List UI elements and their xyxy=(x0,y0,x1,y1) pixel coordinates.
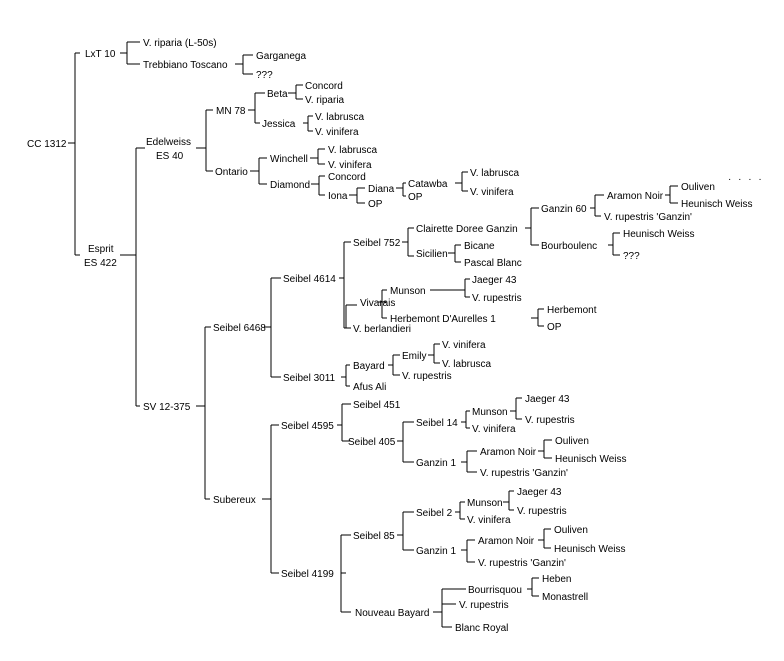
node-v-rupestris: V. rupestris xyxy=(459,600,509,611)
node-heunisch-weiss: Heunisch Weiss xyxy=(681,199,753,210)
node-subereux: Subereux xyxy=(213,495,256,506)
node-blanc-royal: Blanc Royal xyxy=(455,623,508,634)
node-clairette-doree-ganzin: Clairette Doree Ganzin xyxy=(416,224,518,235)
node-v-vinifera: V. vinifera xyxy=(467,515,511,526)
node-beta: Beta xyxy=(267,89,288,100)
node-pascal-blanc: Pascal Blanc xyxy=(464,258,522,269)
node-v-vinifera: V. vinifera xyxy=(472,424,516,435)
node-garganega: Garganega xyxy=(256,51,306,62)
node-esprit: Esprit xyxy=(88,244,114,255)
node-v-riparia: V. riparia xyxy=(305,95,345,106)
node-ganzin-1: Ganzin 1 xyxy=(416,546,456,557)
tree-connectors xyxy=(68,41,678,628)
node-ganzin-60: Ganzin 60 xyxy=(541,204,587,215)
node-jaeger-43: Jaeger 43 xyxy=(472,275,517,286)
tree-labels: CC 1312 LxT 10 V. riparia (L-50s) Trebbi… xyxy=(27,38,764,634)
node-sv-12-375: SV 12-375 xyxy=(143,402,191,413)
node-v-rupestris-ganzin: V. rupestris 'Ganzin' xyxy=(478,558,566,569)
node-v-rupestris: V. rupestris xyxy=(525,415,575,426)
node-seibel-14: Seibel 14 xyxy=(416,418,458,429)
node-ontario: Ontario xyxy=(215,167,248,178)
node-v-rupestris-ganzin: V. rupestris 'Ganzin' xyxy=(480,468,568,479)
node-heben: Heben xyxy=(542,574,571,585)
node-winchell: Winchell xyxy=(270,154,308,165)
node-v-rupestris: V. rupestris xyxy=(402,371,452,382)
node-trebbiano-toscano: Trebbiano Toscano xyxy=(143,60,228,71)
node-concord: Concord xyxy=(305,81,343,92)
node-ganzin-1: Ganzin 1 xyxy=(416,458,456,469)
node-catawba: Catawba xyxy=(408,179,448,190)
node-v-rupestris: V. rupestris xyxy=(517,506,567,517)
node-bicane: Bicane xyxy=(464,241,495,252)
node-ouliven: Ouliven xyxy=(681,182,715,193)
node-munson: Munson xyxy=(467,498,503,509)
node-bayard: Bayard xyxy=(353,361,385,372)
node-munson: Munson xyxy=(390,286,426,297)
node-v-riparia-l50s: V. riparia (L-50s) xyxy=(143,38,217,49)
node-diana: Diana xyxy=(368,184,395,195)
node-seibel-4199: Seibel 4199 xyxy=(281,569,334,580)
node-edelweiss: Edelweiss xyxy=(146,137,191,148)
node-v-rupestris-ganzin: V. rupestris 'Ganzin' xyxy=(604,212,692,223)
node-v-labrusca: V. labrusca xyxy=(328,145,378,156)
node-unknown: ??? xyxy=(256,70,273,81)
node-bourrisquou: Bourrisquou xyxy=(468,585,522,596)
node-seibel-4595: Seibel 4595 xyxy=(281,421,334,432)
node-op: OP xyxy=(408,192,423,203)
node-diamond: Diamond xyxy=(270,180,310,191)
node-v-vinifera: V. vinifera xyxy=(470,187,514,198)
node-v-vinifera: V. vinifera xyxy=(315,127,359,138)
node-continuation-dots: · · · · xyxy=(728,174,764,185)
node-seibel-2: Seibel 2 xyxy=(416,508,453,519)
node-afus-ali: Afus Ali xyxy=(353,382,386,393)
node-v-vinifera: V. vinifera xyxy=(442,340,486,351)
node-v-rupestris: V. rupestris xyxy=(472,293,522,304)
node-op: OP xyxy=(547,322,562,333)
node-seibel-451: Seibel 451 xyxy=(353,400,401,411)
node-seibel-405: Seibel 405 xyxy=(348,437,396,448)
node-lxt-10: LxT 10 xyxy=(85,49,116,60)
node-esprit-es422: ES 422 xyxy=(84,258,117,269)
node-v-vinifera: V. vinifera xyxy=(328,160,372,171)
node-vivarais: Vivarais xyxy=(360,298,395,309)
node-seibel-752: Seibel 752 xyxy=(353,238,401,249)
node-munson: Munson xyxy=(472,407,508,418)
node-bourboulenc: Bourboulenc xyxy=(541,241,597,252)
node-v-berlandieri: V. berlandieri xyxy=(353,324,411,335)
node-emily: Emily xyxy=(402,351,426,362)
node-cc-1312: CC 1312 xyxy=(27,139,67,150)
node-unknown: ??? xyxy=(623,251,640,262)
node-v-labrusca: V. labrusca xyxy=(315,112,365,123)
node-jaeger-43: Jaeger 43 xyxy=(525,394,570,405)
node-heunisch-weiss: Heunisch Weiss xyxy=(623,229,695,240)
node-v-labrusca: V. labrusca xyxy=(442,359,492,370)
node-iona: Iona xyxy=(328,191,348,202)
node-heunisch-weiss: Heunisch Weiss xyxy=(555,454,627,465)
node-nouveau-bayard: Nouveau Bayard xyxy=(355,608,430,619)
node-ouliven: Ouliven xyxy=(554,525,588,536)
node-herbemont: Herbemont xyxy=(547,305,597,316)
node-seibel-6468: Seibel 6468 xyxy=(213,323,266,334)
node-jessica: Jessica xyxy=(262,119,296,130)
node-seibel-3011: Seibel 3011 xyxy=(283,373,336,384)
node-herbemont-daurelles-1: Herbemont D'Aurelles 1 xyxy=(390,314,496,325)
node-aramon-noir: Aramon Noir xyxy=(607,191,664,202)
node-ouliven: Ouliven xyxy=(555,436,589,447)
node-seibel-85: Seibel 85 xyxy=(353,531,395,542)
node-heunisch-weiss: Heunisch Weiss xyxy=(554,544,626,555)
node-sicilien: Sicilien xyxy=(416,249,448,260)
node-concord: Concord xyxy=(328,172,366,183)
node-monastrell: Monastrell xyxy=(542,592,588,603)
node-mn-78: MN 78 xyxy=(216,106,246,117)
node-seibel-4614: Seibel 4614 xyxy=(283,274,336,285)
node-aramon-noir: Aramon Noir xyxy=(480,447,537,458)
node-aramon-noir: Aramon Noir xyxy=(478,536,535,547)
node-jaeger-43: Jaeger 43 xyxy=(517,487,562,498)
node-v-labrusca: V. labrusca xyxy=(470,168,520,179)
node-edelweiss-es40: ES 40 xyxy=(156,151,184,162)
node-op: OP xyxy=(368,199,383,210)
